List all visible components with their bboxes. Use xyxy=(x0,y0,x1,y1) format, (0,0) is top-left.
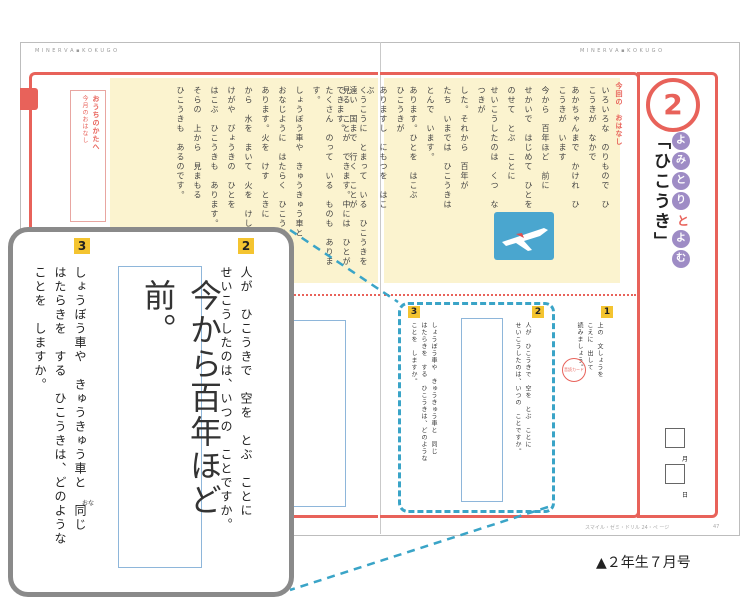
title-frame xyxy=(637,72,718,518)
parent-note-label: おうちのかたへ xyxy=(92,95,100,151)
page-number: 47 xyxy=(713,524,720,530)
story-line: たくさん のって いる ものも あります。 xyxy=(312,86,334,267)
section-label: 今回の おはなし xyxy=(615,82,623,146)
ruby-onaji: おな xyxy=(82,500,95,507)
title-pill: り xyxy=(672,192,690,210)
reading-label: よみとり と よむ xyxy=(672,132,694,270)
divider-line xyxy=(290,294,380,296)
story-line: けがや びょうきの ひとを xyxy=(227,86,236,210)
airplane-illustration xyxy=(494,212,554,260)
story-line: から 水を まいて 火を けします。 xyxy=(244,86,253,257)
story-line: とんで います。 xyxy=(426,86,435,162)
question-2-text-small: 人が ひこうきで 空を とぶ ことにせいこうしたのは、いつの ことですか。 xyxy=(514,322,531,455)
story-line: せいこうしたのは くつ なつきが xyxy=(477,86,499,210)
story-line: あります。ひとを はこぶ ひこうきが xyxy=(396,86,418,210)
question-2-text: 人が ひこうきで 空を とぶ ことにせいこうしたのは、いつの ことですか。 xyxy=(219,266,253,532)
question-3-text: しょうぼう車や きゅうきゅう車と 同じはたらきを する ひこうきは、どのようなこ… xyxy=(33,266,87,546)
story-line: いろいろな のりもので ひこうきが なかで xyxy=(588,86,610,210)
divider-line xyxy=(384,294,636,296)
question-1-badge: 1 xyxy=(601,306,613,318)
answer-box-small[interactable] xyxy=(461,318,503,502)
story-line: せかいで はじめて ひとを xyxy=(524,86,533,210)
month-label: 月 xyxy=(682,456,689,463)
title-pill: よ xyxy=(672,230,690,248)
issue-caption: ▲２年生７月号 xyxy=(596,555,691,571)
page-tab xyxy=(20,88,38,110)
story-right-text: いろいろな のりもので ひこうきが なかであかちゃんまで かけれ ひこうきが い… xyxy=(330,86,612,219)
question-2-badge: 2 xyxy=(238,238,254,254)
lesson-number: 2 xyxy=(646,78,700,132)
story-line: くうこうに とまって いる ひこうきを xyxy=(359,86,368,267)
story-line: しょうぼう車や きゅうきゅう車と xyxy=(295,86,304,238)
header-left: M I N E R V A ▪ K O K U G O xyxy=(35,48,118,54)
left-answer-box[interactable] xyxy=(290,320,346,507)
footer-text: スマイル・ゼミ・ドリル 24・ペ ージ xyxy=(585,525,670,531)
story-line: 今から 百年ほど 前に xyxy=(541,86,550,191)
story-line: 見る ことが できます。中には ひとが xyxy=(342,86,351,267)
reading-stamp: 音読カード xyxy=(562,358,586,382)
title-pill: み xyxy=(672,152,690,170)
story-line: ありますし にもつを はこぶ xyxy=(366,86,388,210)
day-box[interactable] xyxy=(665,464,685,484)
story-line: はこぶ ひこうきも あります。 xyxy=(210,86,219,229)
story-line: あかちゃんまで かけれ ひこうきが います xyxy=(558,86,580,210)
airplane-icon xyxy=(502,228,548,251)
question-2-badge-small: 2 xyxy=(532,306,544,318)
title-pill: と xyxy=(672,172,690,190)
story-line: あります。火を けす ときに xyxy=(261,86,270,219)
handwritten-answer: 今から百年ほど前。 xyxy=(139,279,223,517)
title-pill: む xyxy=(672,250,690,268)
story-line: そらの 上から 見まもる xyxy=(193,86,202,200)
question-3-text-small: しょうぼう車や きゅうきゅう車と 同じはたらきを する ひこうきは、どのようなこ… xyxy=(410,322,437,462)
reading-to: と xyxy=(676,214,689,228)
story-line: たち いまでは ひこうきは xyxy=(443,86,452,210)
question-1-text: 上の 文しょうをこえに 出して読みましょう。 xyxy=(576,322,603,378)
story-line: した。それから 百年が xyxy=(460,86,469,191)
zoom-callout-outline xyxy=(398,302,555,513)
story-line: おなじように はたらく ひこうきも xyxy=(278,86,287,248)
question-3-badge: 3 xyxy=(74,238,90,254)
day-label: 日 xyxy=(682,492,689,499)
story-line: ひこうきも あるのです。 xyxy=(176,86,185,200)
lesson-title: 「ひこうき」 xyxy=(650,132,670,252)
title-pill: よ xyxy=(672,132,690,150)
story-left-text: くうこうに とまって いる ひこうきを見る ことが できます。中には ひとがたく… xyxy=(170,86,370,276)
month-box[interactable] xyxy=(665,428,685,448)
parent-note-sub: 今月のおはなし xyxy=(81,95,88,144)
story-line: のせて とぶ ことに xyxy=(507,86,516,181)
header-right: M I N E R V A ▪ K O K U G O xyxy=(580,48,663,54)
book-gutter xyxy=(380,42,381,534)
parent-note-strip: おうちのかたへ 今月のおはなし xyxy=(70,90,106,222)
question-3-badge-small: 3 xyxy=(408,306,420,318)
answer-box[interactable]: 今から百年ほど前。 xyxy=(118,266,223,568)
